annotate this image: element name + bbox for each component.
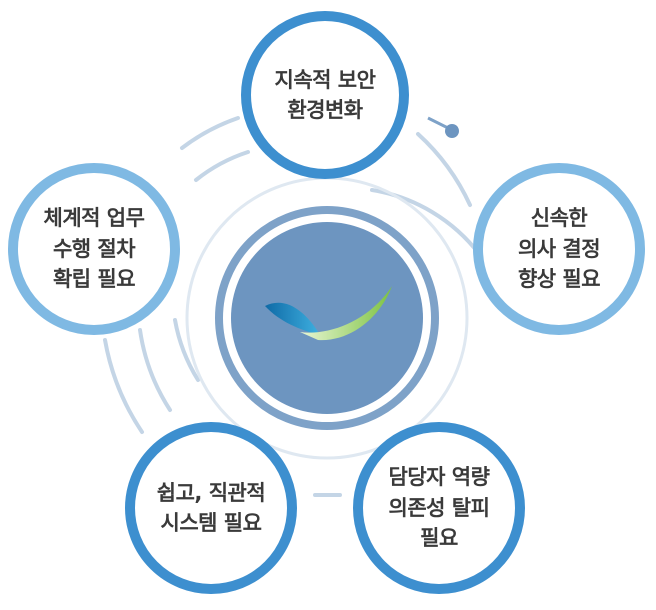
orbit-arc-top-right: [370, 188, 482, 257]
ribbon-logo-icon: [265, 286, 392, 341]
node-top-line: 환경변화: [287, 98, 363, 122]
node-right-line: 의사 결정: [517, 236, 601, 261]
orbit-arc-top-left: [180, 116, 240, 150]
node-bottom-right-line: 필요: [420, 526, 458, 551]
center-outer-ring: [215, 206, 439, 430]
node-right-line: 신속한: [530, 206, 588, 231]
orbit-arc-left-2: [138, 328, 172, 412]
node-left-line: 수행 절차: [52, 236, 136, 261]
node-bottom-left-line: 쉽고, 직관적: [156, 480, 266, 505]
node-bottom-right-line: 담당자 역량: [388, 465, 490, 490]
node-bottom-left-line: 시스템 필요: [160, 511, 262, 535]
connector-dot: [445, 124, 459, 138]
node-left-line: 확립 필요: [52, 267, 136, 292]
orbit-arc-left-3: [173, 318, 200, 382]
node-bottom-right-line: 의존성 탈피: [388, 495, 490, 520]
orbit-arc-top-right-2: [416, 132, 472, 207]
node-right-line: 향상 필요: [517, 267, 601, 292]
node-top-line: 지속적 보안: [274, 67, 376, 92]
node-left-line: 체계적 업무: [43, 206, 145, 231]
orbit-arc-top-left-2: [194, 150, 250, 182]
center-disc: [231, 222, 423, 414]
orbit-arc-left: [103, 338, 144, 434]
connector-line: [427, 116, 449, 130]
